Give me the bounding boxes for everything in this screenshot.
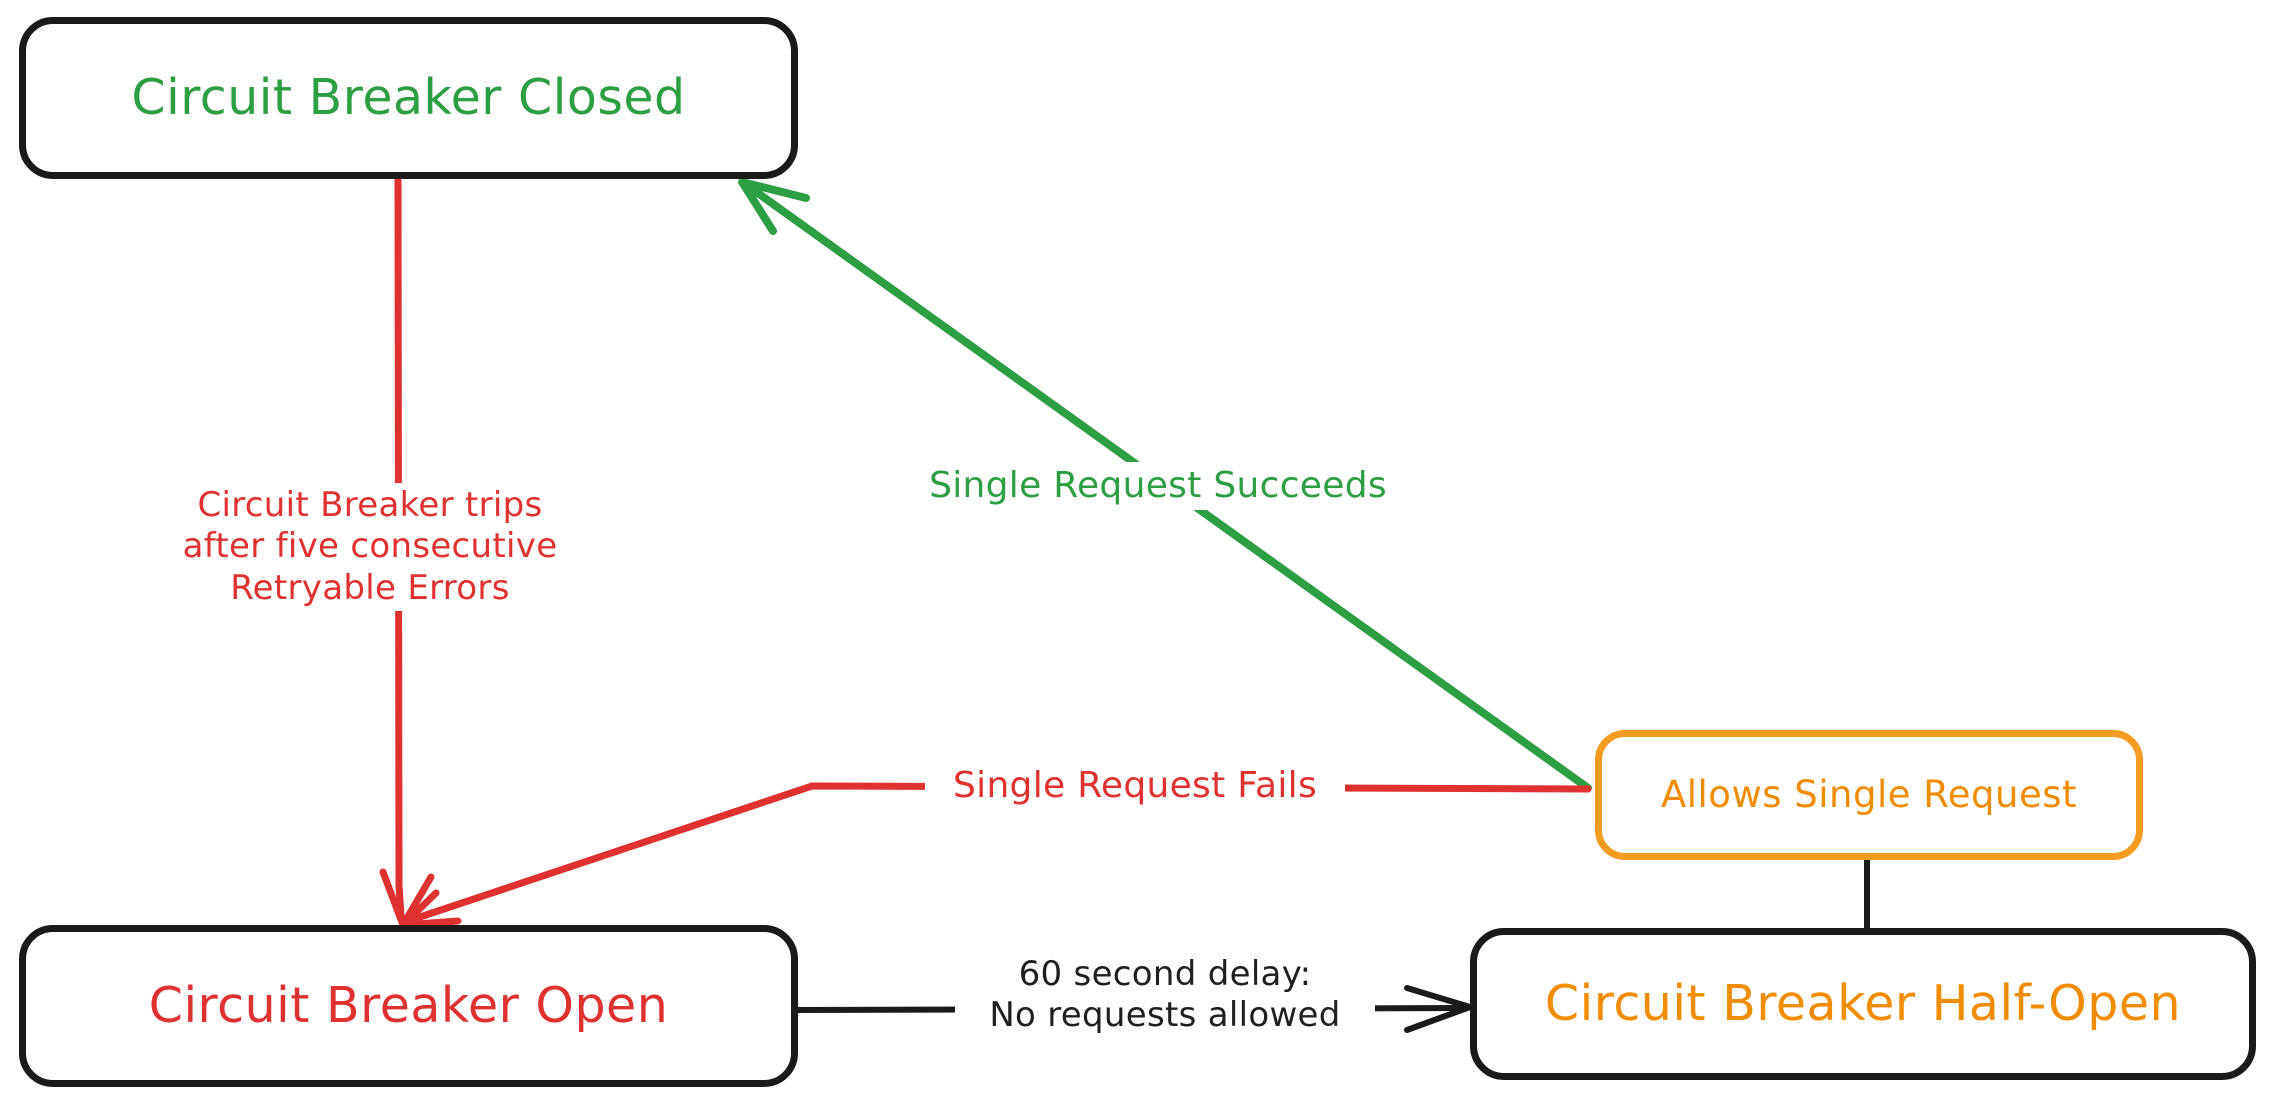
node-label-circuit-breaker-half-open: Circuit Breaker Half-Open — [1544, 975, 2182, 1033]
edge-label-circuit-breaker-trips: Circuit Breaker trips after five consecu… — [160, 483, 580, 612]
node-circuit-breaker-open[interactable]: Circuit Breaker Open — [19, 925, 798, 1087]
node-circuit-breaker-half-open[interactable]: Circuit Breaker Half-Open — [1470, 928, 2256, 1080]
node-label-circuit-breaker-open: Circuit Breaker Open — [148, 977, 669, 1035]
node-allows-single-request[interactable]: Allows Single Request — [1595, 730, 2143, 860]
node-label-allows-single-request: Allows Single Request — [1660, 772, 2078, 816]
node-label-circuit-breaker-closed: Circuit Breaker Closed — [131, 69, 686, 127]
edge-label-single-request-fails: Single Request Fails — [925, 762, 1345, 810]
node-circuit-breaker-closed[interactable]: Circuit Breaker Closed — [19, 17, 798, 179]
edge-label-sixty-second-delay: 60 second delay: No requests allowed — [955, 952, 1375, 1039]
edge-label-single-request-succeeds: Single Request Succeeds — [908, 462, 1408, 510]
